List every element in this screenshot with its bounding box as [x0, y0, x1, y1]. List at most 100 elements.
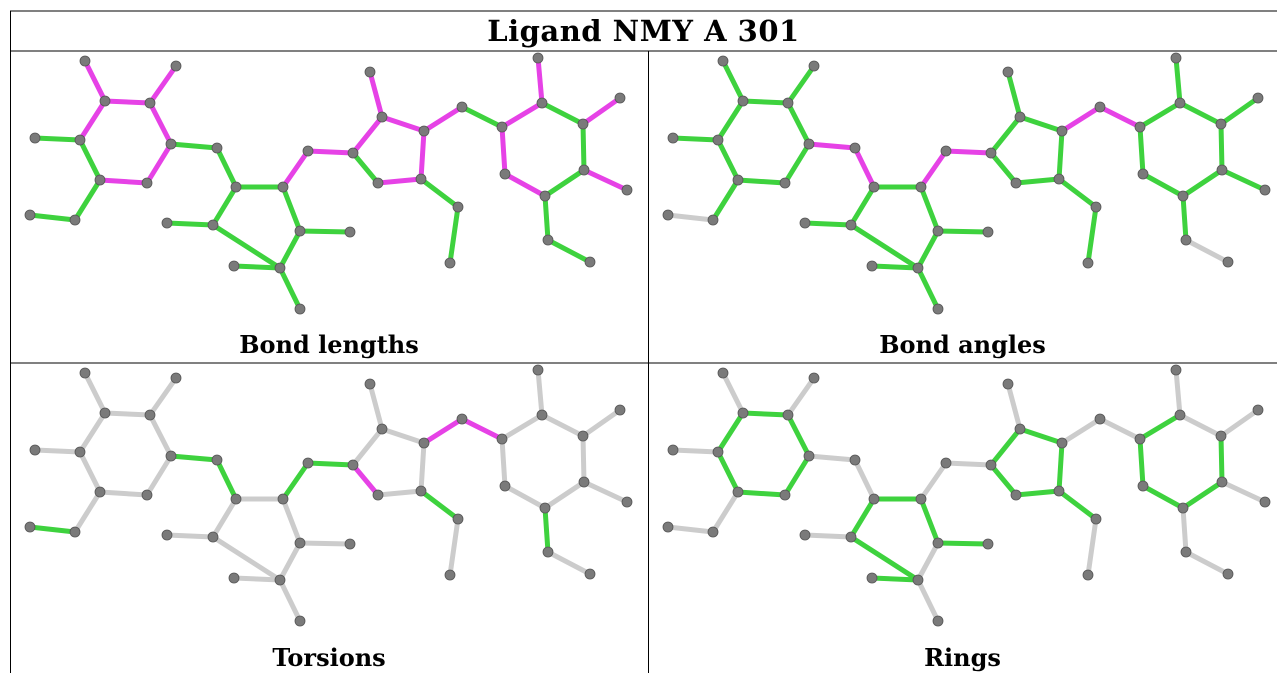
atom	[1090, 201, 1102, 213]
atom	[985, 459, 997, 471]
atom	[915, 181, 927, 193]
atom	[456, 101, 468, 113]
atom	[578, 164, 590, 176]
bond	[297, 540, 353, 547]
atom	[866, 572, 878, 584]
atom	[662, 521, 674, 533]
atom	[536, 409, 548, 421]
atom	[1170, 364, 1182, 376]
atom	[1180, 546, 1192, 558]
atom	[228, 260, 240, 272]
atom	[161, 217, 173, 229]
atom	[803, 138, 815, 150]
atom	[614, 404, 626, 416]
bond	[988, 426, 1023, 468]
atom	[207, 531, 219, 543]
bond	[350, 150, 381, 186]
bond	[379, 114, 427, 134]
atom	[584, 256, 596, 268]
atom	[985, 147, 997, 159]
bond	[710, 489, 741, 535]
bond	[918, 184, 941, 234]
bond	[147, 375, 179, 418]
atom	[532, 364, 544, 376]
bond	[459, 416, 505, 442]
bond	[231, 575, 283, 583]
bond	[418, 176, 461, 210]
atom	[707, 526, 719, 538]
atom	[717, 55, 729, 67]
atom	[577, 118, 589, 130]
bond	[499, 124, 508, 177]
bond	[499, 436, 508, 489]
bond	[77, 98, 108, 143]
atom	[170, 60, 182, 72]
atom	[294, 225, 306, 237]
bond	[280, 460, 311, 502]
bond	[27, 212, 78, 223]
atom	[1094, 413, 1106, 425]
atom	[456, 413, 468, 425]
atom	[418, 437, 430, 449]
bond	[1140, 483, 1186, 511]
bond	[144, 141, 174, 186]
bond	[82, 370, 108, 416]
bond	[869, 263, 921, 271]
atom	[539, 190, 551, 202]
bond	[545, 237, 593, 265]
atom	[211, 454, 223, 466]
bond	[806, 453, 858, 463]
bond	[447, 516, 461, 578]
bond	[848, 222, 921, 271]
atom	[69, 214, 81, 226]
atom	[165, 450, 177, 462]
bond	[802, 220, 854, 228]
atom	[74, 134, 86, 146]
atom	[868, 181, 880, 193]
bond	[1218, 121, 1225, 173]
atom	[69, 526, 81, 538]
bond	[581, 479, 630, 505]
bond	[665, 524, 716, 535]
atom	[29, 444, 41, 456]
atom	[141, 489, 153, 501]
atom	[24, 209, 36, 221]
bond	[418, 128, 427, 182]
bond	[144, 453, 174, 498]
bond	[720, 370, 746, 416]
bond	[848, 184, 877, 228]
bond	[1085, 204, 1099, 266]
atom	[277, 493, 289, 505]
bond	[164, 532, 216, 540]
bond	[580, 121, 587, 173]
atom	[230, 493, 242, 505]
atom	[364, 378, 376, 390]
atom	[1174, 97, 1186, 109]
atom	[496, 433, 508, 445]
bond	[1137, 124, 1146, 177]
atom	[782, 409, 794, 421]
caption-bond-lengths: Bond lengths	[239, 330, 419, 359]
atom	[782, 97, 794, 109]
bond	[350, 462, 381, 498]
bond	[806, 141, 858, 151]
bond	[102, 98, 153, 106]
bond	[1013, 176, 1062, 186]
atom	[347, 459, 359, 471]
bond	[1017, 426, 1065, 446]
atom	[1180, 234, 1192, 246]
atom	[1137, 168, 1149, 180]
atom	[712, 134, 724, 146]
atom	[499, 480, 511, 492]
bond	[1005, 381, 1023, 432]
bond	[367, 69, 385, 120]
atom	[1010, 177, 1022, 189]
atom	[99, 95, 111, 107]
bond	[77, 410, 108, 455]
bond	[97, 489, 150, 498]
atom	[577, 430, 589, 442]
atom	[808, 372, 820, 384]
bond	[915, 540, 941, 583]
bond	[72, 177, 103, 223]
bond	[1056, 488, 1099, 522]
